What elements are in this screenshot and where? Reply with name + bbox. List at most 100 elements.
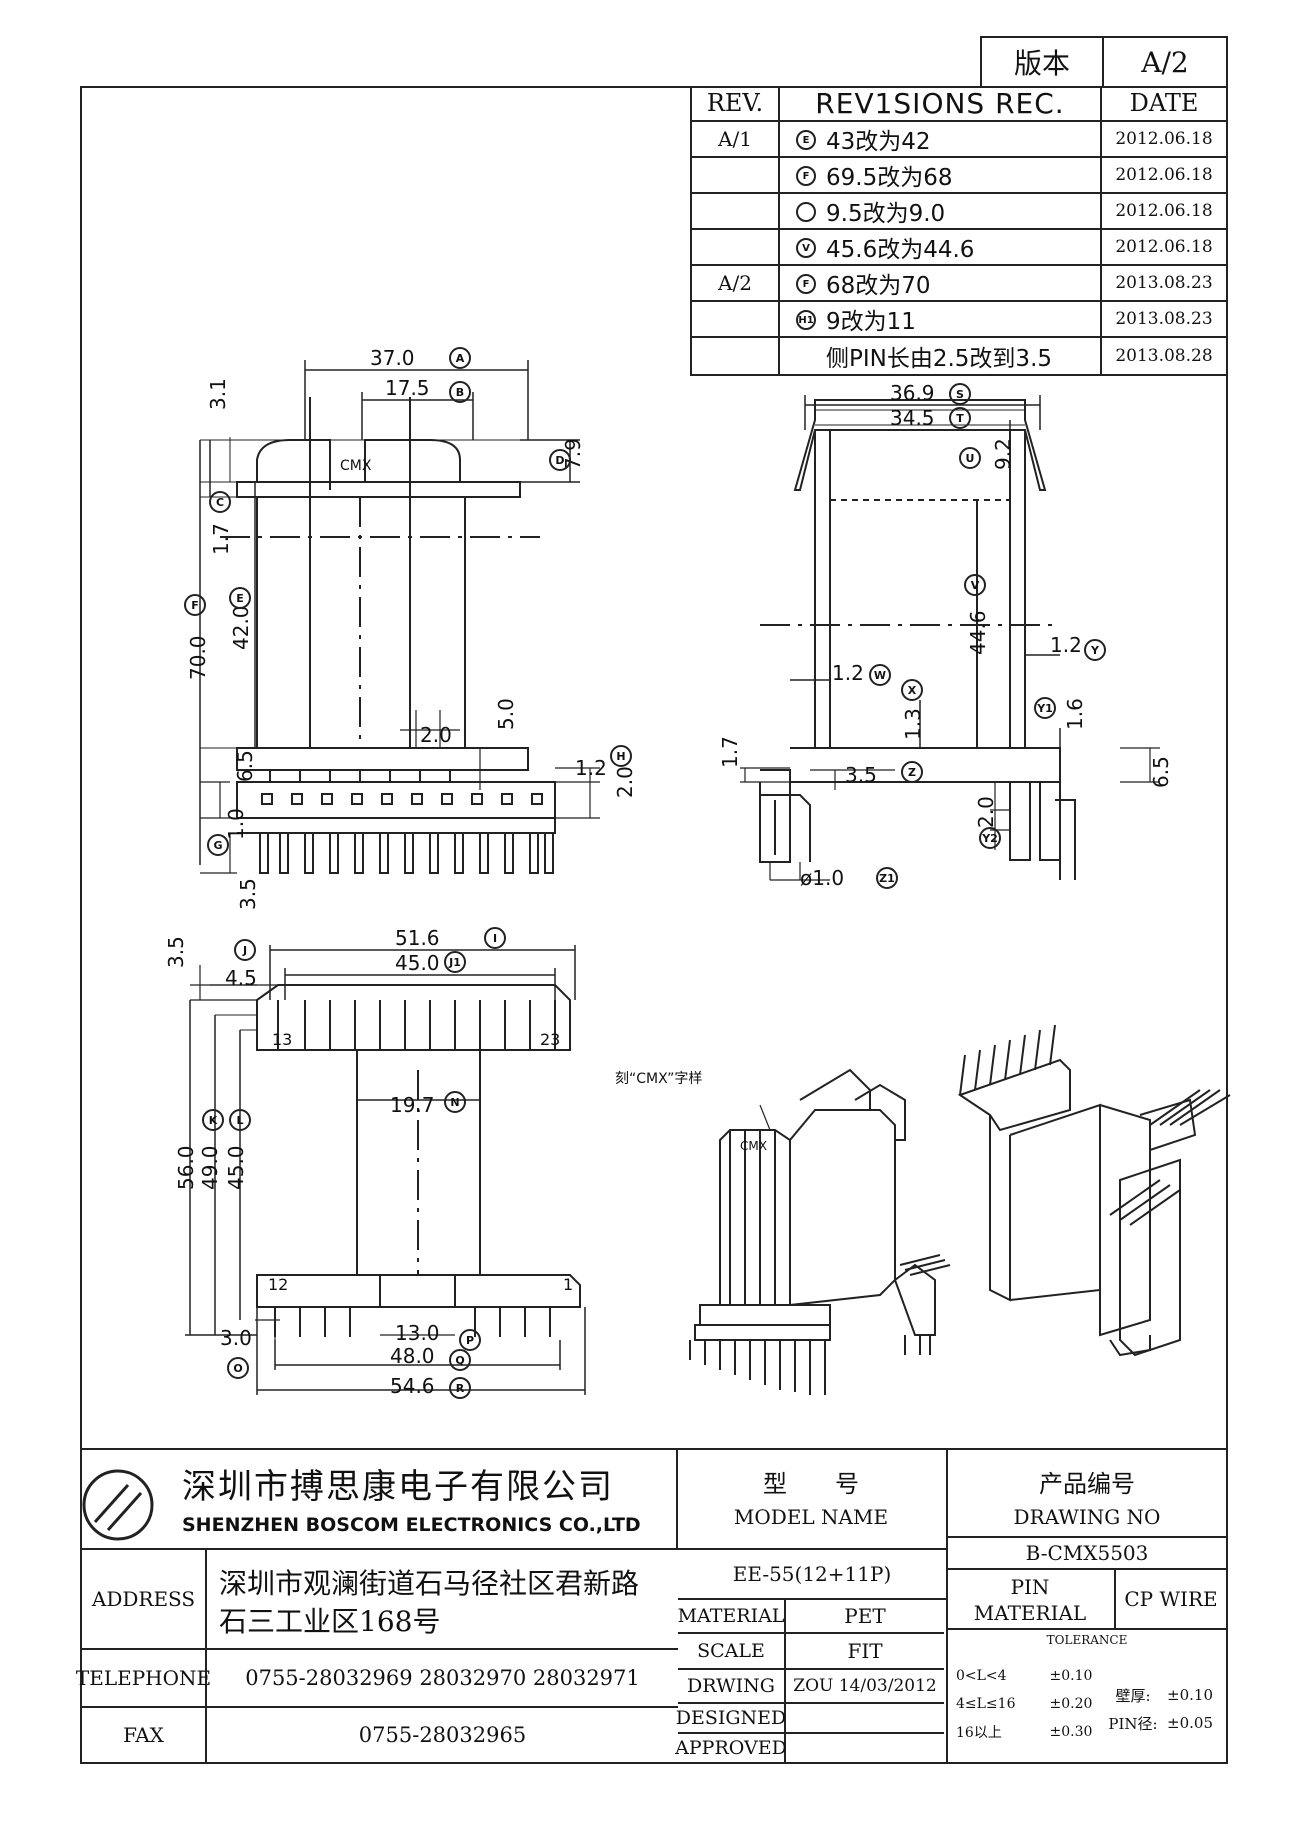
company-name-en: SHENZHEN BOSCOM ELECTRONICS CO.,LTD — [182, 1514, 641, 1536]
dimension-label: 49.0 — [198, 1145, 222, 1190]
reference-mark-circle — [959, 447, 981, 469]
revision-mark-icon — [796, 202, 816, 222]
revision-date: 2012.06.18 — [1102, 122, 1226, 158]
model-value: EE-55(12+11P) — [678, 1550, 948, 1600]
reference-mark-circle — [229, 587, 251, 609]
dimension-label: 56.0 — [174, 1145, 198, 1190]
model-header: 型 号 MODEL NAME — [678, 1450, 948, 1550]
reference-mark-label: S — [956, 388, 964, 401]
dimension-label: 2.0 — [974, 796, 998, 828]
revision-mark-icon: F — [796, 274, 816, 294]
dimension-label: 9.2 — [991, 438, 1015, 470]
material-value: PET — [786, 1600, 944, 1634]
dimension-label: 5.0 — [494, 698, 518, 730]
dimension-label: 1 — [563, 1275, 573, 1294]
dimension-label: 23 — [540, 1030, 560, 1049]
revision-text: 9.5改为9.0 — [780, 194, 1102, 230]
drawing-label-en: DRAWING NO — [1013, 1505, 1161, 1529]
reference-mark-label: N — [450, 1096, 459, 1109]
dimension-label: 3.5 — [236, 878, 260, 910]
dimension-label: 3.5 — [164, 936, 188, 968]
dimension-label: 1.2 — [575, 756, 607, 780]
revision-date: 2012.06.18 — [1102, 194, 1226, 230]
rev-header: REV. — [692, 86, 780, 122]
reference-mark-label: Y — [1090, 644, 1100, 657]
reference-mark-label: F — [191, 599, 199, 612]
address-value: 深圳市观澜街道石马径社区君新路 石三工业区168号 — [207, 1550, 678, 1650]
dimension-label: 7.9 — [561, 438, 585, 470]
dimension-labels: 37.0 17.5 3.1 7.9 1.7 42.0 70.0 2.0 5.0 … — [164, 346, 1173, 1398]
reference-mark-circle — [209, 491, 231, 513]
reference-mark-label: B — [456, 386, 464, 399]
dimension-label: 44.6 — [966, 610, 990, 655]
revision-mark-icon: V — [796, 238, 816, 258]
dimension-label: 19.7 — [390, 1093, 435, 1117]
reference-mark-label: J — [242, 944, 247, 957]
tolerance-value: ±0.30 — [1049, 1724, 1093, 1740]
approved-label: APPROVED — [675, 1734, 787, 1762]
company-area: 深圳市搏思康电子有限公司 SHENZHEN BOSCOM ELECTRONICS… — [82, 1450, 678, 1550]
drawing-header: 产品编号 DRAWING NO — [948, 1450, 1226, 1538]
dimension-label: 54.6 — [390, 1374, 435, 1398]
reference-mark-circle — [876, 867, 898, 889]
reference-mark-label: K — [209, 1114, 218, 1127]
reference-mark-circle — [449, 381, 471, 403]
tolerance-value: ±0.10 — [1049, 1668, 1093, 1684]
dimension-label: 51.6 — [395, 926, 440, 950]
reference-mark-label: R — [456, 1382, 465, 1395]
front-view — [199, 360, 600, 874]
reference-mark-circle — [449, 1349, 471, 1371]
wall-label: 壁厚: — [1115, 1686, 1151, 1705]
tolerance-range: 16以上 — [956, 1725, 1002, 1741]
reference-mark-circle — [449, 347, 471, 369]
dimension-label: 45.0 — [395, 951, 440, 975]
address-line2: 石三工业区168号 — [219, 1605, 441, 1638]
reference-mark-label: P — [466, 1334, 474, 1347]
reference-mark-label: C — [216, 496, 224, 509]
side-view — [740, 395, 1160, 881]
model-label-cn: 型 号 — [763, 1469, 859, 1498]
reference-mark-circle — [869, 664, 891, 686]
bottom-view — [185, 945, 586, 1395]
dimension-label: CMX — [340, 458, 372, 474]
reference-mark-circle — [227, 1357, 249, 1379]
iso-view-left — [689, 1068, 951, 1395]
scale-label: SCALE — [678, 1634, 786, 1670]
title-block: 深圳市搏思康电子有限公司 SHENZHEN BOSCOM ELECTRONICS… — [76, 1448, 1228, 1764]
dimension-label: 2.0 — [613, 766, 637, 798]
reference-mark-label: U — [966, 452, 975, 465]
reference-mark-circle — [901, 679, 923, 701]
dimension-label: 6.5 — [1149, 756, 1173, 788]
reference-mark-circle — [1084, 639, 1106, 661]
tolerance-range: 4≤L≤16 — [956, 1696, 1016, 1712]
reference-mark-label: G — [213, 839, 222, 852]
reference-mark-label: Z — [908, 766, 916, 779]
dimension-label: 13.0 — [395, 1321, 440, 1345]
revision-code — [692, 338, 780, 374]
drwing-label: DRWING — [678, 1670, 786, 1704]
drawing-no-value: B-CMX5503 — [948, 1538, 1226, 1570]
reference-mark-circle — [444, 951, 466, 973]
pin-dia-tol: ±0.05 — [1167, 1714, 1213, 1732]
dimension-label: 36.9 — [890, 381, 935, 405]
dimension-label: 刻“CMX”字样 — [615, 1071, 702, 1087]
dimension-label: 45.0 — [224, 1145, 248, 1190]
revision-text: 9改为11 — [780, 302, 1102, 338]
dimension-label: 1.0 — [224, 808, 248, 840]
reference-mark-label: O — [233, 1362, 242, 1375]
revision-code — [692, 194, 780, 230]
reference-mark-circle — [549, 449, 571, 471]
dimension-label: 13 — [272, 1030, 292, 1049]
reference-mark-label: A — [456, 352, 465, 365]
dimension-label: 1.3 — [901, 708, 925, 740]
drwing-value: ZOU 14/03/2012 — [786, 1670, 944, 1704]
revision-code — [692, 302, 780, 338]
reference-mark-circle — [610, 745, 632, 767]
dimension-label: 6.5 — [233, 750, 257, 782]
tolerance-range: 0<L<4 — [956, 1668, 1007, 1684]
reference-mark-label: Z1 — [879, 872, 895, 885]
revision-date: 2012.06.18 — [1102, 230, 1226, 266]
model-label-en: MODEL NAME — [733, 1505, 889, 1529]
reference-mark-label: W — [874, 669, 886, 682]
